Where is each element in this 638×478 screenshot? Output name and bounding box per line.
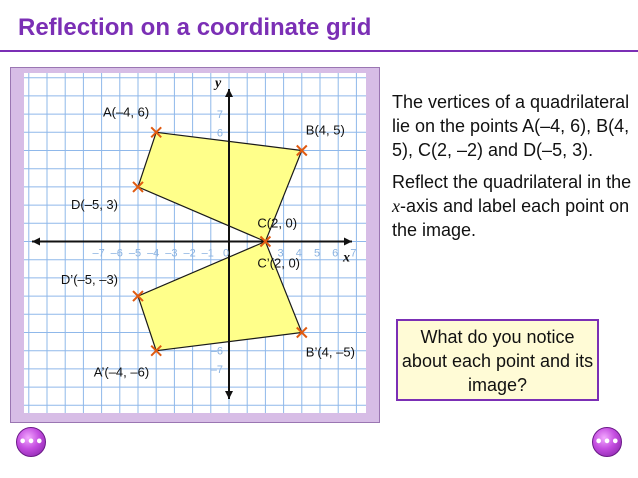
problem-instruction: Reflect the quadrilateral in the x-axis … xyxy=(392,170,632,242)
x-tick-label: –3 xyxy=(165,248,177,260)
point-marker xyxy=(150,126,162,139)
page-title: Reflection on a coordinate grid xyxy=(18,14,372,41)
point-marker xyxy=(259,235,272,248)
x-tick-label: 6 xyxy=(332,248,338,260)
point-marker xyxy=(296,144,308,157)
y-axis-label: y xyxy=(213,76,222,91)
question-box: What do you notice about each point and … xyxy=(396,319,599,401)
point-label: C’(2, 0) xyxy=(257,256,300,271)
x-axis-label: x xyxy=(342,251,350,266)
x-tick-label: –5 xyxy=(129,248,141,260)
grid-background xyxy=(24,73,366,413)
y-axis-arrow-bottom xyxy=(225,391,233,399)
point-label: B(4, 5) xyxy=(306,123,345,138)
problem-description: The vertices of a quadrilateral lie on t… xyxy=(392,90,632,250)
point-label: D(–5, 3) xyxy=(71,197,118,212)
point-marker xyxy=(132,181,144,193)
instruction-axis: x xyxy=(392,196,400,216)
x-axis-arrow-left xyxy=(32,237,40,246)
y-axis-arrow-top xyxy=(225,89,233,97)
next-button[interactable]: ••• xyxy=(592,427,622,457)
problem-statement: The vertices of a quadrilateral lie on t… xyxy=(392,92,630,160)
x-tick-label: 3 xyxy=(278,248,284,260)
point-label: A(–4, 6) xyxy=(103,104,149,119)
ellipsis-icon: ••• xyxy=(594,434,620,450)
point-label: D’(–5, –3) xyxy=(61,272,118,287)
x-tick-label: –2 xyxy=(183,248,195,260)
point-marker xyxy=(132,290,144,302)
y-tick-label: 6 xyxy=(217,127,223,139)
ellipsis-icon: ••• xyxy=(18,434,44,450)
x-tick-label: –4 xyxy=(147,248,159,260)
instruction-text-2: -axis and label each point on the image. xyxy=(392,196,630,240)
previous-button[interactable]: ••• xyxy=(16,427,46,457)
x-tick-label: –6 xyxy=(111,248,123,260)
point-label: B’(4, –5) xyxy=(306,345,355,360)
y-tick-label: –7 xyxy=(211,364,223,376)
title-divider xyxy=(0,50,638,52)
x-tick-label: 7 xyxy=(350,248,356,260)
point-marker xyxy=(296,326,308,339)
x-tick-label: –1 xyxy=(202,248,214,260)
point-label: A’(–4, –6) xyxy=(94,365,149,380)
x-tick-label: 0 xyxy=(223,248,229,260)
point-label: C(2, 0) xyxy=(257,216,297,231)
x-tick-label: 5 xyxy=(314,248,320,260)
x-tick-label: –7 xyxy=(92,248,104,260)
x-tick-label: 4 xyxy=(296,248,302,260)
x-axis-arrow-right xyxy=(344,237,352,246)
point-marker xyxy=(150,344,162,357)
instruction-text-1: Reflect the quadrilateral in the xyxy=(392,172,632,192)
y-tick-label: –6 xyxy=(211,346,223,358)
y-tick-label: 7 xyxy=(217,109,223,121)
